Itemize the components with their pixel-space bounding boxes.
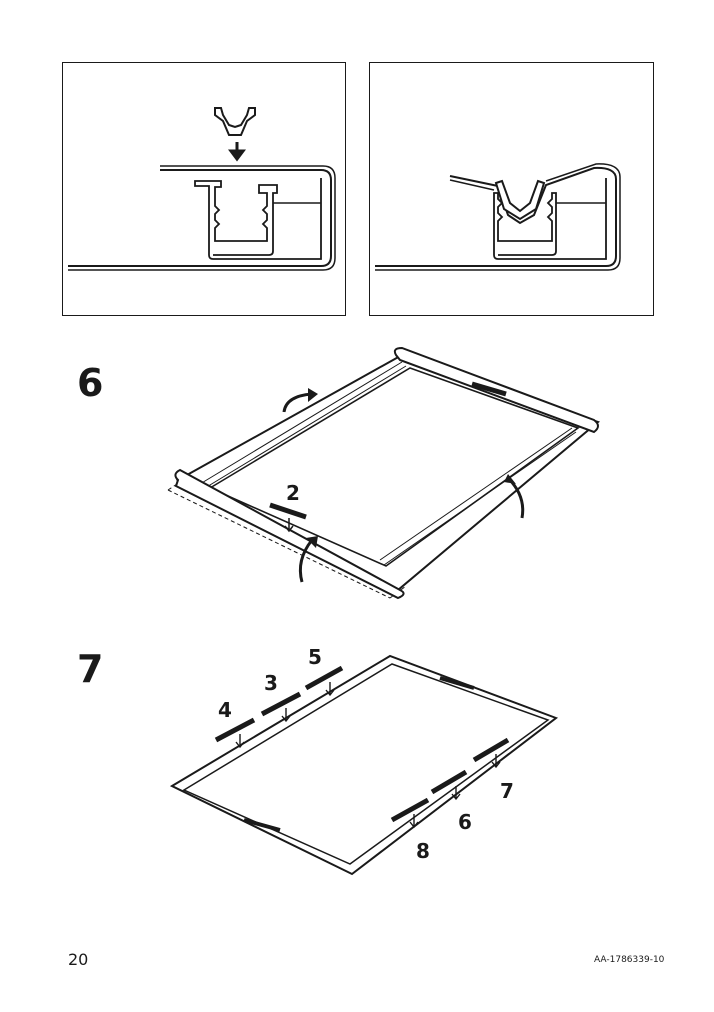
fabric-edge-outer (375, 163, 621, 271)
clip-parts (214, 665, 510, 823)
callout-5: 5 (308, 645, 322, 669)
document-code: AA-1786339-10 (594, 955, 665, 965)
frame-outline (175, 353, 600, 592)
callout-6: 6 (458, 810, 472, 834)
fabric-edge-left (449, 179, 495, 191)
rotate-arrow-head (306, 536, 318, 548)
callout-3: 3 (264, 671, 278, 695)
frame-handles (243, 676, 475, 832)
callout-4: 4 (218, 698, 232, 722)
profile-detail-before-diagram (68, 107, 336, 271)
step-number-6: 6 (77, 361, 104, 405)
frame-rails (199, 361, 577, 566)
back-roller (393, 346, 599, 434)
step-number-7: 7 (77, 647, 104, 691)
small-arrow-icons (235, 682, 501, 829)
detail-panel-before (62, 62, 346, 316)
clip-part (269, 502, 307, 520)
frame-window (208, 367, 580, 567)
small-arrow-icon (284, 518, 294, 533)
callout-2: 2 (286, 481, 300, 505)
page-number: 20 (68, 950, 89, 969)
clip-piece (494, 179, 546, 221)
front-roller (174, 468, 405, 600)
profile-shape (493, 178, 607, 260)
fabric-edge (68, 169, 332, 267)
back-handle (471, 381, 507, 397)
callout-7: 7 (500, 779, 514, 803)
fabric-edge (375, 166, 617, 267)
detail-panel-after (369, 62, 654, 316)
frame-window (182, 663, 550, 865)
dashed-outline (167, 477, 407, 599)
rotate-arrow-head (308, 388, 318, 402)
clip-piece (214, 107, 256, 136)
down-arrow-icon (228, 142, 246, 162)
rotate-arrow-icon (298, 539, 314, 583)
rotate-arrow-icon (506, 476, 525, 519)
profile-shape (194, 178, 322, 260)
callout-8: 8 (416, 839, 430, 863)
frame-outline (169, 654, 559, 876)
fabric-edge-outer (68, 165, 336, 271)
rotate-arrow-icon (282, 392, 313, 413)
profile-detail-after-diagram (375, 163, 621, 271)
rotate-arrow-head (504, 474, 516, 484)
